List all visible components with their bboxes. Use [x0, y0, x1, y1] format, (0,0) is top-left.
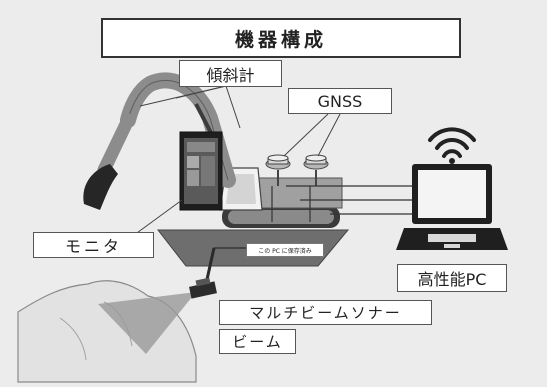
gnss-pointer-1 — [283, 113, 329, 157]
sonar-beam — [98, 292, 196, 354]
pc-label: 高性能PC — [397, 264, 507, 292]
sonar-head-icon — [189, 277, 217, 299]
monitor-label: モニタ — [33, 232, 154, 258]
wifi-icon — [428, 127, 476, 164]
monitor-pointer — [129, 199, 183, 239]
gnss-antenna-right-icon — [303, 154, 329, 186]
tilt-pointer-2 — [175, 85, 227, 99]
tilt-sensor-label: 傾斜計 — [179, 60, 282, 87]
excavator-icon — [83, 72, 343, 228]
sonar-mount-pole — [204, 247, 216, 285]
barge-sticker: この PC に保存済み — [246, 243, 324, 257]
beam-label: ビーム — [219, 329, 296, 354]
diagram-title: 機器構成 — [101, 18, 461, 58]
gnss-label: GNSS — [288, 88, 392, 114]
gnss-antenna-left-icon — [265, 154, 291, 186]
sonar-label: マルチビームソナー — [219, 300, 432, 325]
tilt-pointer-3 — [225, 85, 241, 129]
monitor-icon — [179, 131, 223, 211]
laptop-icon — [396, 164, 508, 250]
gnss-pointer-2 — [317, 113, 341, 157]
